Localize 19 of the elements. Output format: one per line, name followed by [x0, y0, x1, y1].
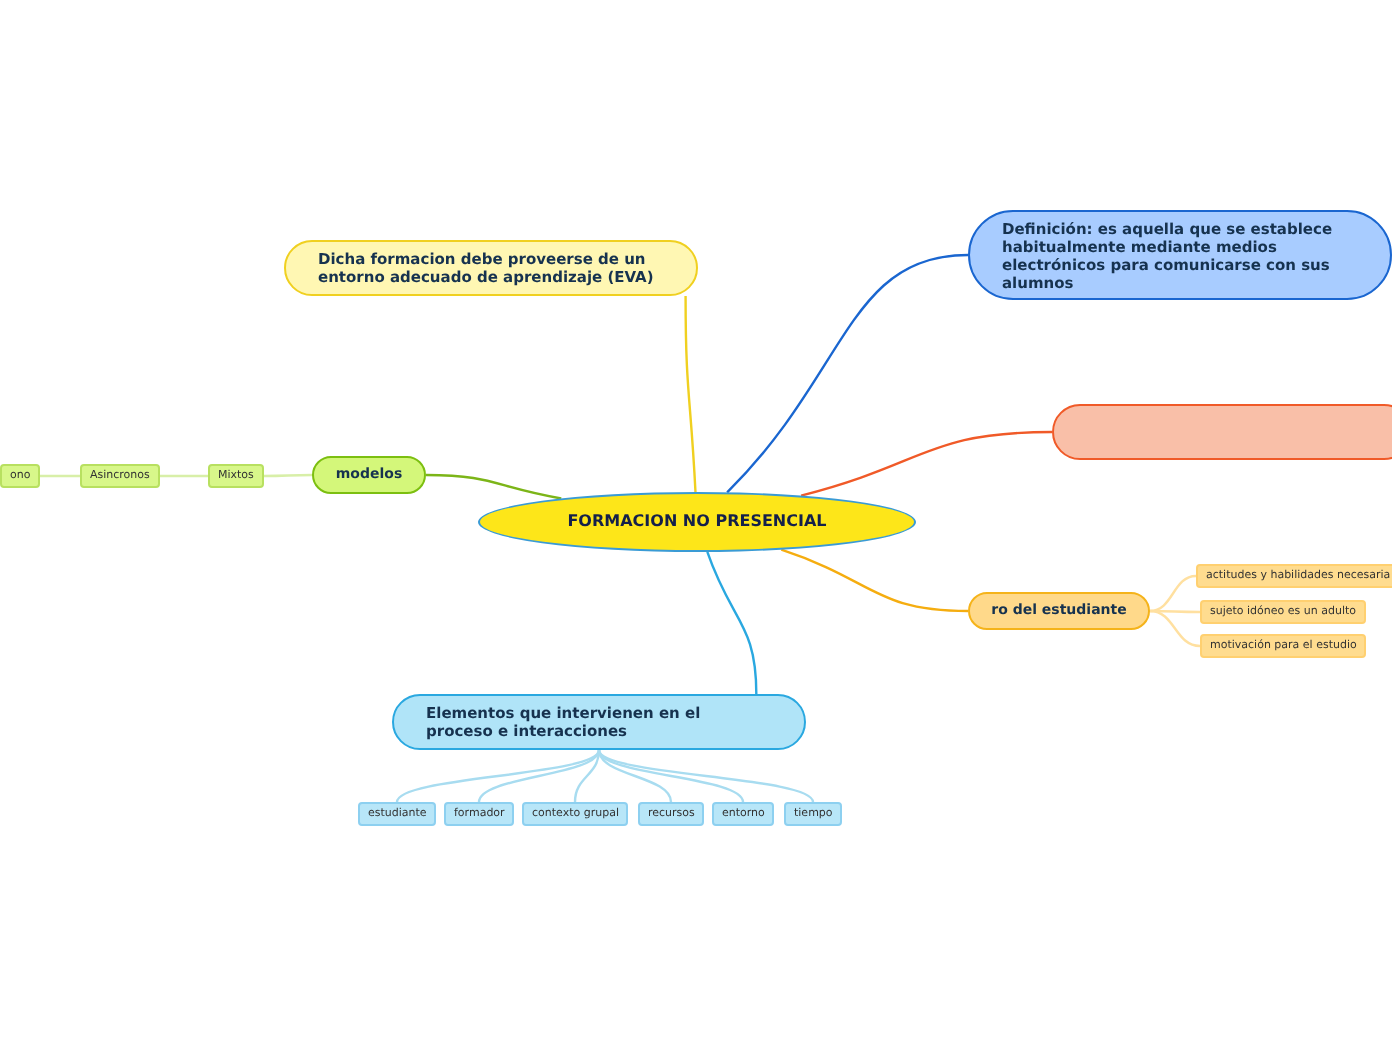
- connector-line: [573, 749, 601, 803]
- central-ellipse: FORMACION NO PRESENCIAL: [478, 492, 916, 552]
- connector-line: [396, 749, 600, 803]
- connector-line: [264, 473, 312, 478]
- connector-line: [598, 749, 814, 803]
- connector-line: [40, 474, 80, 478]
- connector-line: [160, 474, 208, 478]
- connector-line: [597, 749, 673, 803]
- connector-line: [1150, 609, 1200, 614]
- connector-line: [726, 253, 969, 494]
- connector-line: [684, 296, 697, 493]
- connector-line: [780, 548, 969, 613]
- connector-line: [426, 473, 562, 500]
- connector-line: [477, 749, 601, 803]
- connector-line: [706, 551, 758, 695]
- box-shape: [1052, 404, 1392, 460]
- connector-line: [1149, 574, 1197, 613]
- connector-line: [1149, 609, 1201, 648]
- connector-line: [597, 749, 745, 803]
